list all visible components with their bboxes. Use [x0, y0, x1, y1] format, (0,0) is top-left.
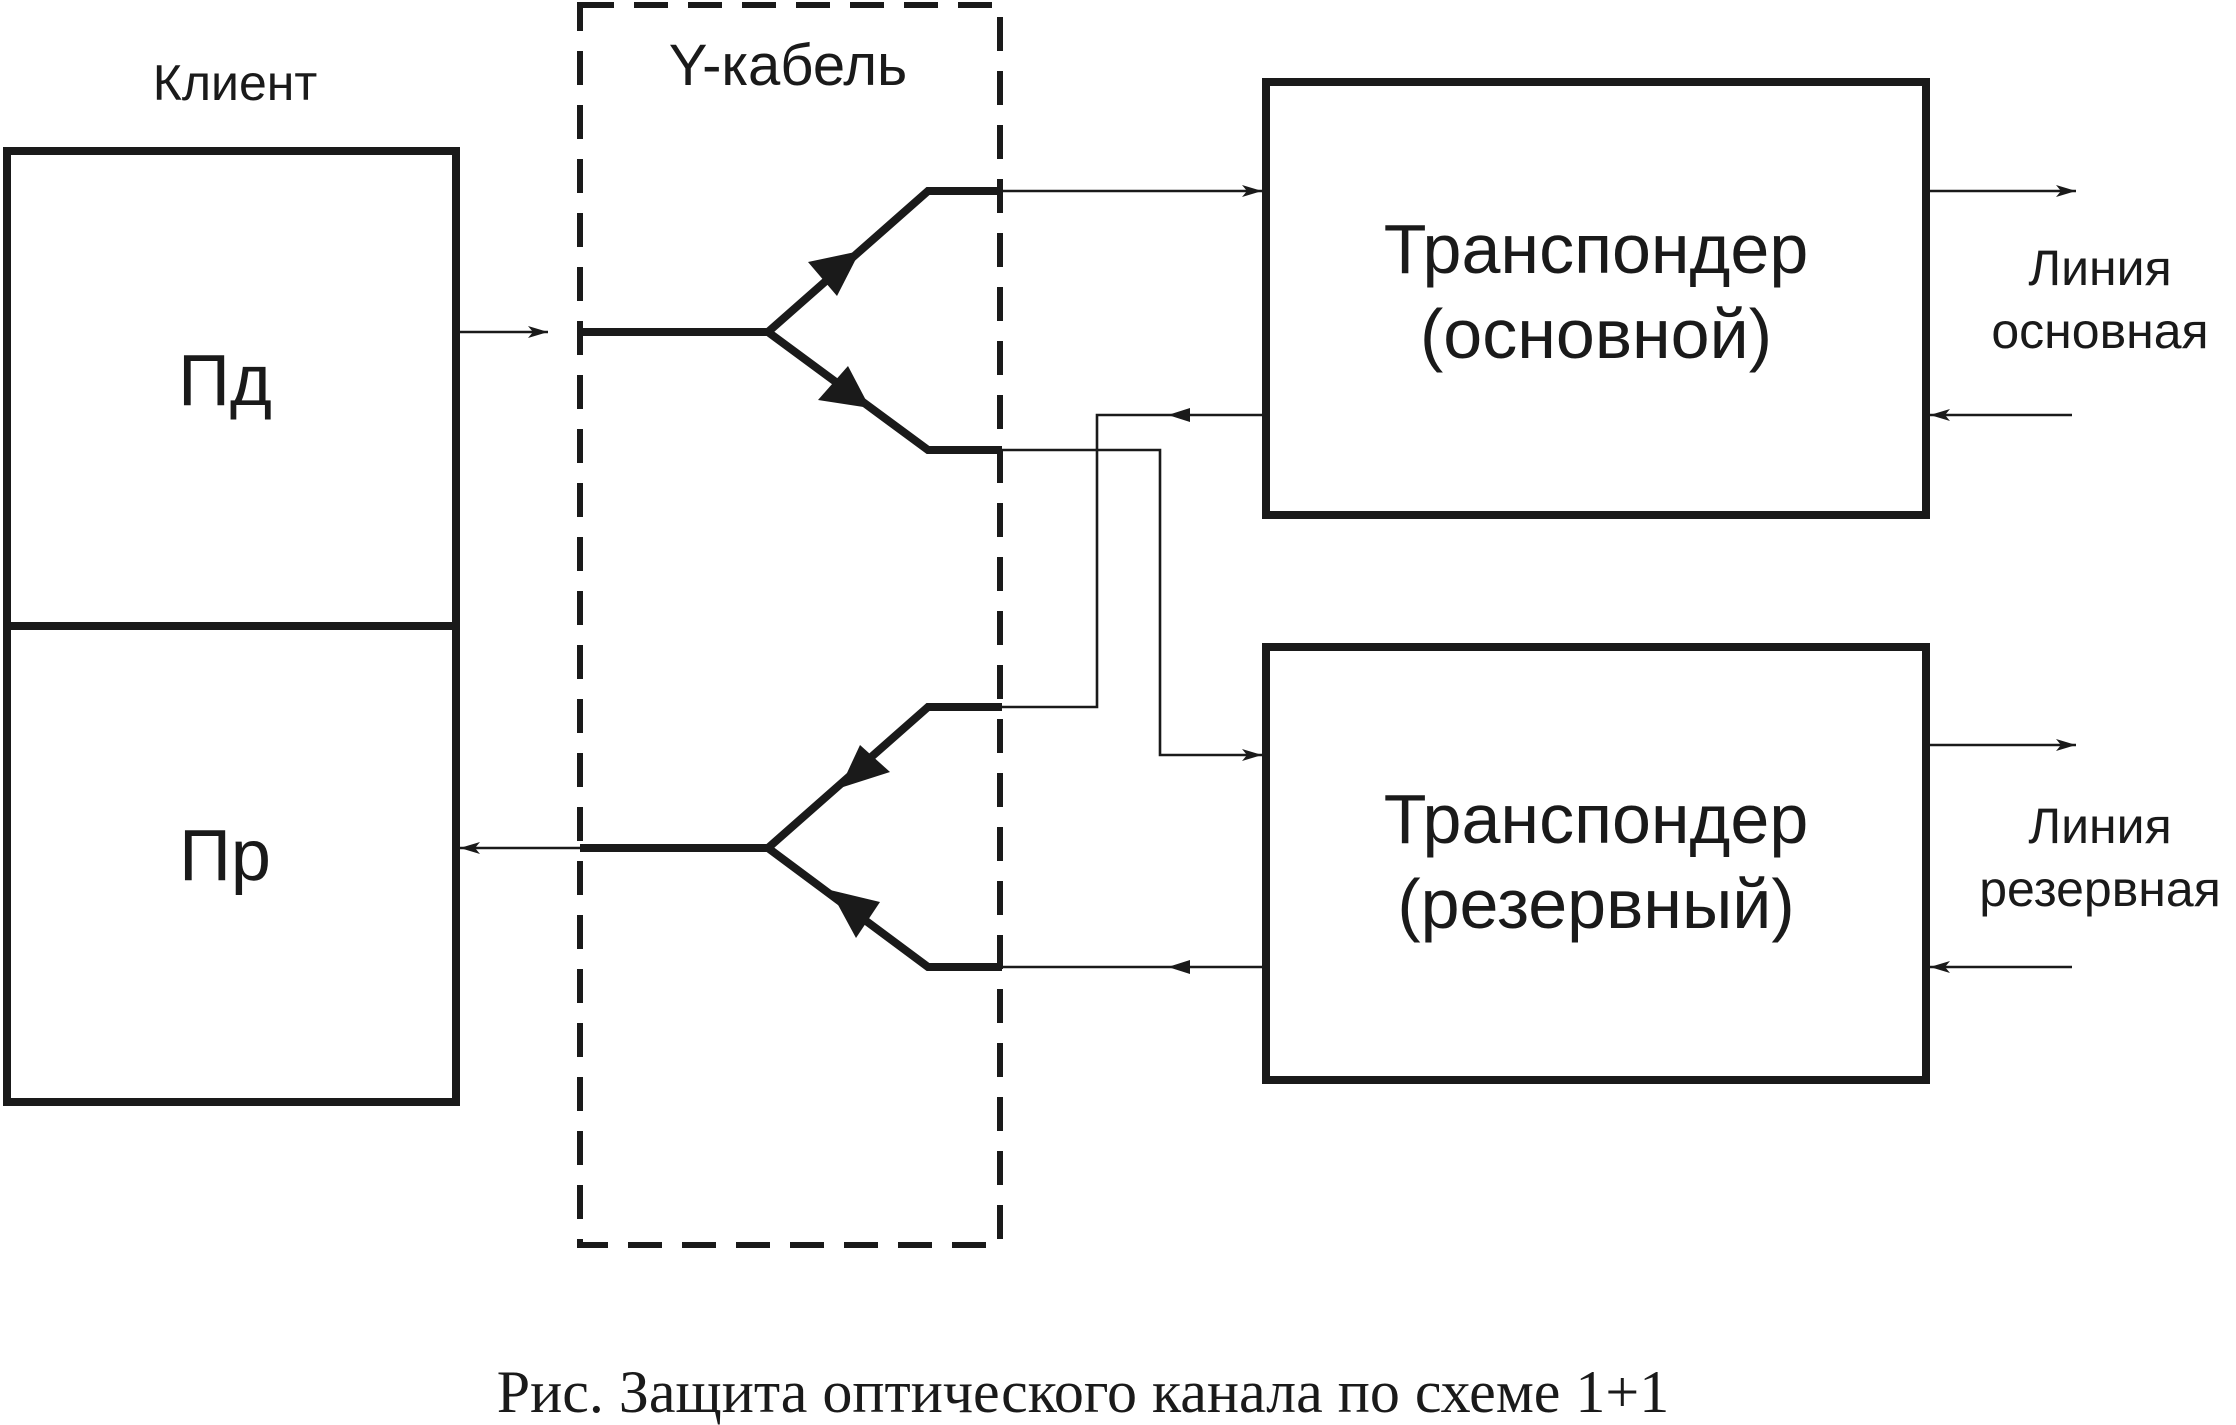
splitter-bottom-upper-arrow	[840, 745, 890, 788]
line-backup-label-1: Линия	[2028, 798, 2171, 854]
transponder-backup-box	[1262, 643, 1930, 1084]
splitter-bottom-upper-branch	[580, 703, 1002, 852]
link-y-to-backup-tx	[1002, 448, 1262, 761]
figure-caption: Рис. Защита оптического канала по схеме …	[497, 1359, 1670, 1425]
client-rx-label: Пр	[179, 816, 271, 896]
splitter-top-lower-branch	[765, 328, 1002, 454]
splitter-bottom-lower-branch	[765, 844, 1002, 971]
transponder-backup-subtitle: (резервный)	[1397, 865, 1794, 943]
splitter-bottom-lower-arrow	[830, 890, 880, 938]
y-cable-label: Y-кабель	[669, 33, 908, 98]
y-cable-boundary	[577, 2, 1003, 1248]
line-backup-label-2: резервная	[1979, 861, 2221, 917]
splitter-top-upper-branch	[580, 187, 1002, 336]
transponder-main-box	[1262, 78, 1930, 519]
line-main-label-1: Линия	[2028, 240, 2171, 296]
link-main-rx-arrow	[1168, 408, 1190, 422]
splitter-top-upper-arrow	[808, 251, 860, 296]
splitter-top-lower-arrow	[818, 366, 870, 408]
client-label: Клиент	[153, 55, 318, 111]
transponder-main-subtitle: (основной)	[1420, 295, 1772, 373]
line-main-label-2: основная	[1991, 303, 2208, 359]
client-tx-label: Пд	[178, 341, 272, 421]
transponder-main-title: Транспондер	[1384, 210, 1809, 288]
link-main-rx-to-y	[1002, 413, 1262, 709]
transponder-backup-title: Транспондер	[1384, 780, 1809, 858]
link-backup-rx-arrow	[1168, 960, 1190, 974]
